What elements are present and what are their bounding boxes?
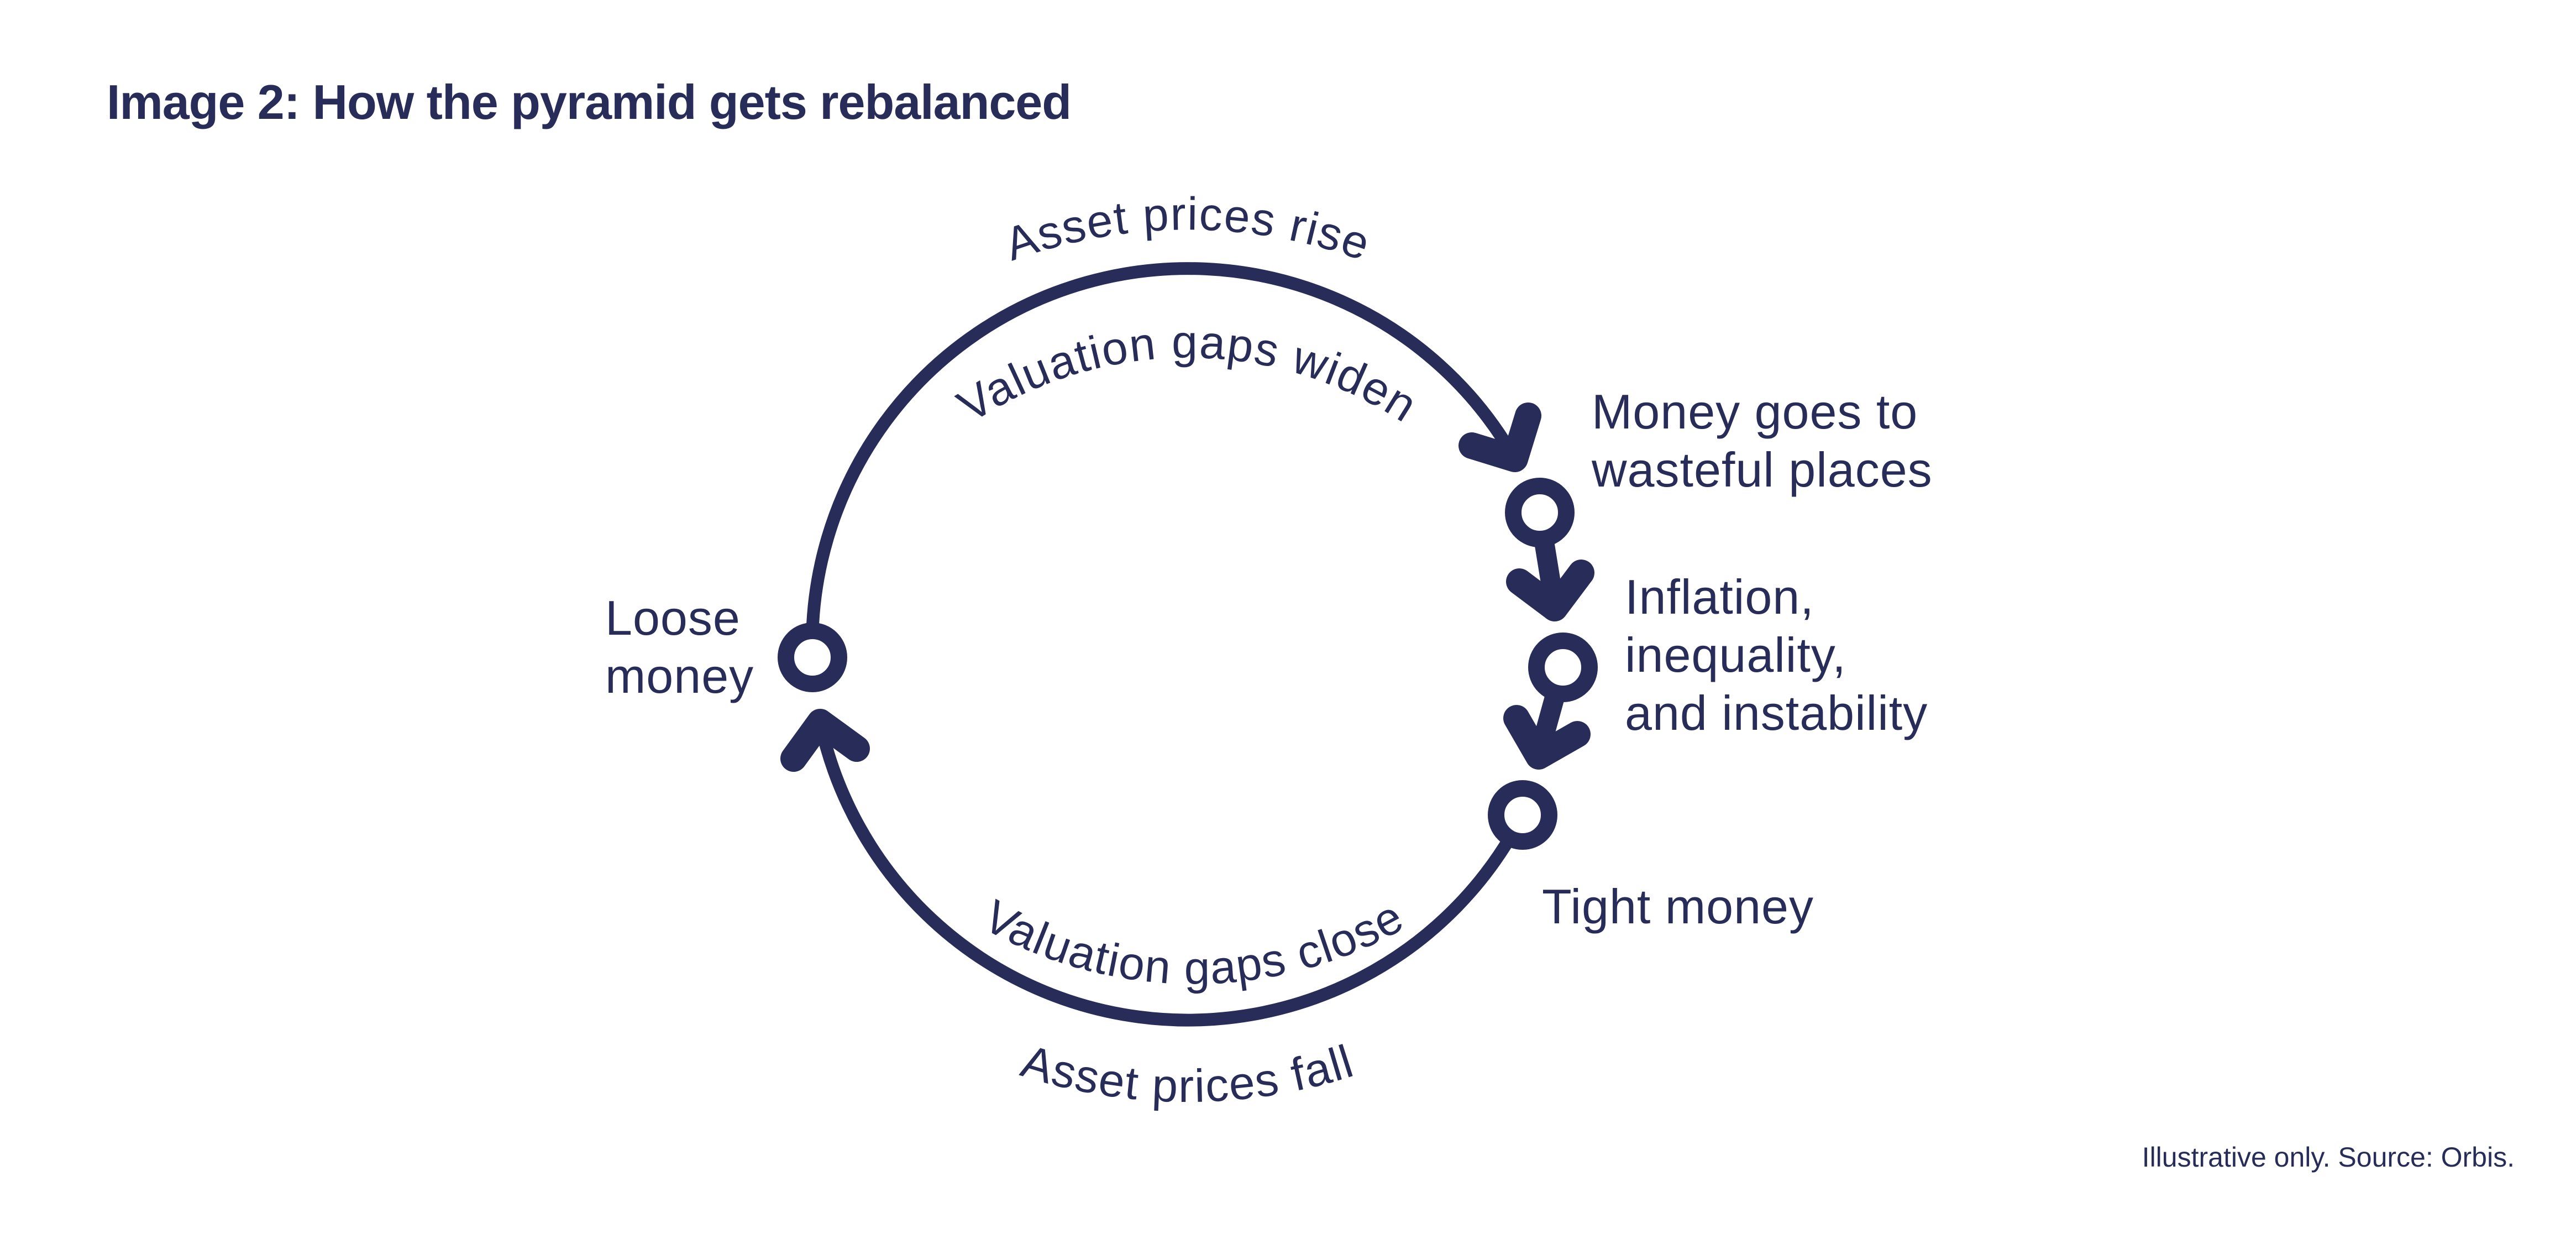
figure-title: Image 2: How the pyramid gets rebalanced [107, 75, 1071, 129]
label-inflation-line2: inequality, [1625, 628, 1846, 682]
cycle-arc-top [806, 262, 1522, 664]
label-money-wasteful: Money goes to wasteful places [1591, 384, 1933, 497]
label-money-wasteful-line2: wasteful places [1591, 442, 1933, 497]
label-loose-money: Loose money [605, 590, 754, 703]
label-loose-money-line1: Loose [605, 590, 741, 645]
curved-label-asset-prices-fall: Asset prices fall [1016, 1034, 1360, 1112]
label-inflation: Inflation, inequality, and instability [1625, 569, 1928, 740]
label-inflation-line1: Inflation, [1625, 569, 1814, 624]
node-money-wasteful [1505, 478, 1575, 547]
node-tight-money [1488, 780, 1557, 850]
connector-shaft-wasteful-to-inflation [1535, 535, 1562, 603]
arrowhead-inflation-to-tight-icon [1503, 705, 1591, 770]
arrowhead-wasteful-to-inflation-icon [1506, 560, 1594, 621]
node-loose-money [778, 623, 847, 692]
label-tight-money: Tight money [1542, 879, 1814, 934]
label-loose-money-line2: money [605, 649, 754, 703]
connector-shaft-inflation-to-tight [1533, 689, 1564, 751]
node-inflation [1528, 633, 1598, 702]
curved-label-asset-prices-rise: Asset prices rise [998, 187, 1377, 270]
label-inflation-line3: and instability [1625, 686, 1928, 740]
curved-label-valuation-gaps-widen: Valuation gaps widen [948, 316, 1426, 432]
cycle-arc-bottom [814, 715, 1529, 1027]
arrowhead-top-arc-icon [1458, 403, 1541, 472]
label-money-wasteful-line1: Money goes to [1592, 384, 1918, 439]
source-note: Illustrative only. Source: Orbis. [2142, 1142, 2515, 1173]
arrowhead-bottom-arc-icon [780, 709, 870, 772]
label-tight-money-line1: Tight money [1542, 879, 1814, 934]
